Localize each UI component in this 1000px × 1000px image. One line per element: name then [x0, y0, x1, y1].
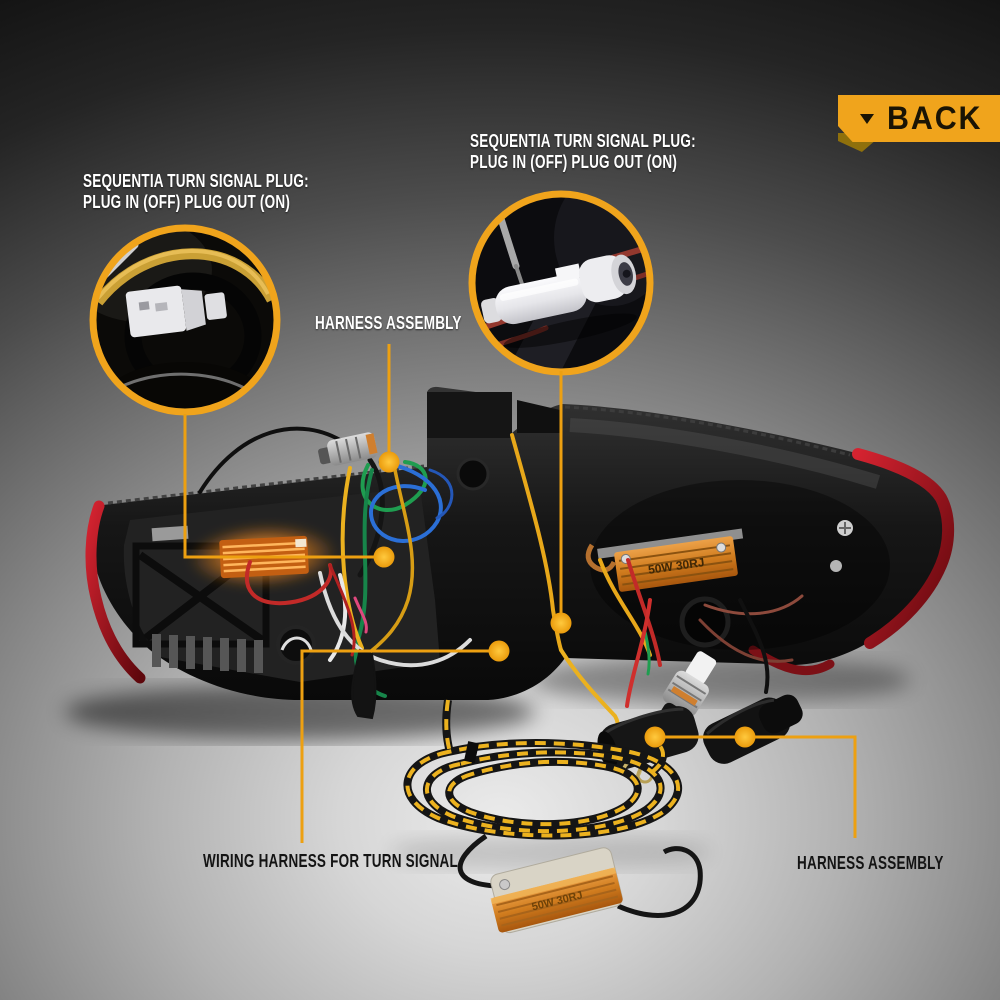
vent-slats — [152, 634, 263, 673]
callout-line — [665, 735, 857, 838]
copper-coil — [585, 543, 617, 573]
callout-dot — [734, 726, 756, 748]
harness-assembly-bottom-label: HARNESS ASSEMBLY — [797, 853, 944, 873]
callout-label-center: SEQUENTIA TURN SIGNAL PLUG: PLUG IN (OFF… — [470, 131, 696, 173]
wiring-harness-label: WIRING HARNESS FOR TURN SIGNAL — [203, 851, 458, 871]
zoom-circle-left — [89, 224, 281, 416]
zoom-circle-center — [468, 190, 654, 376]
callout-dot — [644, 726, 666, 748]
red-lens-edge-right — [852, 448, 955, 649]
wiring-coil — [403, 699, 703, 918]
red-lens-edge-bottom — [748, 645, 835, 676]
callout-dot — [488, 640, 510, 662]
seam-texture — [564, 405, 851, 457]
callout-lines — [183, 344, 857, 843]
cable-tie — [464, 741, 479, 764]
callout-label-center-line1: SEQUENTIA TURN SIGNAL PLUG: — [470, 131, 696, 151]
harness-assembly-top-label: HARNESS ASSEMBLY — [315, 313, 462, 333]
grommet — [276, 625, 316, 665]
load-resistor-right: 50W 30RJ — [597, 528, 744, 592]
connector-plug — [318, 432, 378, 466]
turn-signal-plug — [125, 285, 227, 338]
black-pigtail — [351, 648, 377, 720]
callout-label-left: SEQUENTIA TURN SIGNAL PLUG: PLUG IN (OFF… — [83, 171, 309, 213]
zoom-ring — [89, 224, 281, 416]
bowl-shadow — [590, 480, 890, 650]
callout-label-left-line2: PLUG IN (OFF) PLUG OUT (ON) — [83, 192, 291, 212]
gloss-highlight — [569, 418, 881, 489]
callout-line — [183, 414, 374, 559]
back-button[interactable]: BACK — [838, 95, 1000, 142]
bullet-connector — [481, 254, 637, 348]
callout-dot — [550, 612, 572, 634]
stem-flap — [517, 400, 560, 433]
socket-boss — [456, 457, 490, 491]
white-wire-curl — [280, 636, 313, 651]
screw — [830, 560, 842, 572]
callout-label-center-line2: PLUG IN (OFF) PLUG OUT (ON) — [470, 152, 678, 172]
callout-label-left-line1: SEQUENTIA TURN SIGNAL PLUG: — [83, 171, 309, 191]
triangle-down-icon — [860, 113, 874, 124]
stem-housing — [427, 392, 512, 438]
callout-dot — [373, 546, 395, 568]
callout-line — [300, 649, 489, 843]
load-resistor-bottom: 50W 30RJ — [490, 847, 623, 934]
bulb-hole — [679, 596, 731, 648]
callout-dot — [378, 451, 400, 473]
metal-tag — [151, 525, 189, 542]
taillight-assembly: 50W 30RJ — [85, 386, 955, 700]
back-button-label: BACK — [887, 100, 983, 136]
red-lens-edge-left — [85, 500, 146, 684]
wiring — [198, 426, 804, 758]
